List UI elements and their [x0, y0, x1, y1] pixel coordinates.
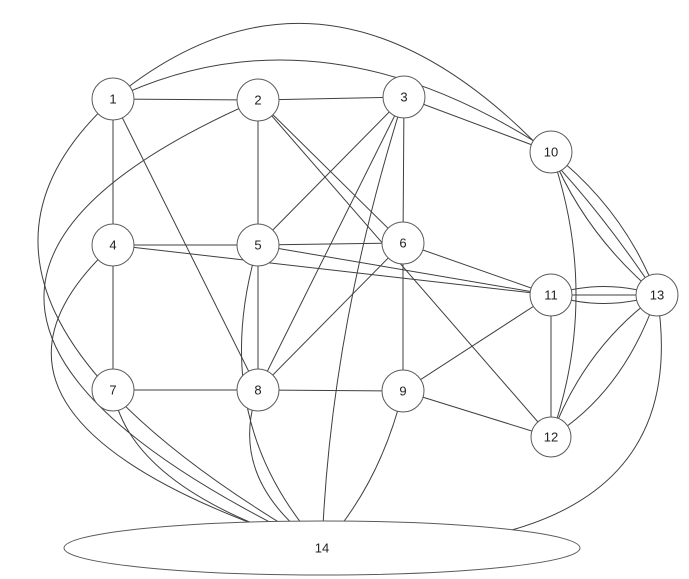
graph-node-13 — [635, 273, 679, 317]
graph-edge-3-14 — [321, 96, 405, 549]
graph-edge-3-6 — [402, 96, 405, 244]
graph-node-label-9: 9 — [399, 384, 406, 399]
graph-node-7 — [91, 368, 135, 412]
graph-edge-2-3 — [257, 96, 405, 101]
graph-node-label-13: 13 — [650, 288, 664, 303]
graph-node-label-4: 4 — [109, 238, 116, 253]
graph-node-9 — [381, 369, 425, 413]
graph-node-label-6: 6 — [399, 236, 406, 251]
graph-edge-8-9 — [257, 389, 404, 392]
graph-edge-4-14 — [50, 244, 323, 549]
graph-node-label-1: 1 — [109, 92, 116, 107]
graph-edge-3-8 — [257, 96, 405, 391]
graph-node-label-8: 8 — [254, 383, 261, 398]
graph-edge-9-12 — [402, 390, 552, 438]
graph-edge-1-13 — [112, 22, 658, 296]
graph-node-3 — [382, 75, 426, 119]
graph-edge-10-13 — [550, 151, 658, 296]
graph-edge-5-11 — [257, 244, 552, 296]
graph-edge-6-8 — [257, 242, 404, 391]
graph-edge-3-10 — [403, 96, 552, 153]
graph-edge-6-11 — [402, 242, 552, 296]
graph-node-5 — [236, 223, 280, 267]
graph-node-label-11: 11 — [544, 288, 558, 303]
graph-edge-1-8 — [112, 98, 259, 391]
graph-node-label-5: 5 — [254, 238, 261, 253]
graph-node-8 — [236, 368, 280, 412]
graph-node-1 — [91, 77, 135, 121]
graph-edge-10-13 — [550, 151, 658, 296]
graph-edge-2-14 — [43, 99, 323, 549]
graph-node-12 — [530, 416, 572, 458]
graph-edge-2-12 — [257, 99, 552, 438]
graph-node-6 — [381, 221, 425, 265]
graph-edge-1-10 — [112, 59, 552, 153]
graph-node-14 — [63, 520, 581, 576]
graph-node-label-10: 10 — [544, 145, 558, 160]
graph-edge-12-13 — [550, 294, 658, 438]
graph-edge-12-13 — [550, 294, 658, 438]
graph-edge-3-5 — [257, 96, 405, 246]
graph-node-11 — [529, 273, 573, 317]
graph-node-2 — [236, 78, 280, 122]
graph-edge-10-12 — [550, 151, 577, 438]
graph-node-4 — [91, 223, 135, 267]
graph-node-10 — [529, 130, 573, 174]
graph-edge-1-2 — [112, 98, 259, 101]
graph-edge-4-11 — [112, 244, 552, 296]
graph-node-label-3: 3 — [400, 90, 407, 105]
graph-node-label-2: 2 — [254, 93, 261, 108]
graph-node-label-7: 7 — [109, 383, 116, 398]
graph-edge-9-11 — [402, 294, 552, 392]
graph-edge-1-14 — [37, 98, 323, 549]
graph-node-label-12: 12 — [544, 430, 558, 445]
graph-node-label-14: 14 — [315, 541, 329, 556]
